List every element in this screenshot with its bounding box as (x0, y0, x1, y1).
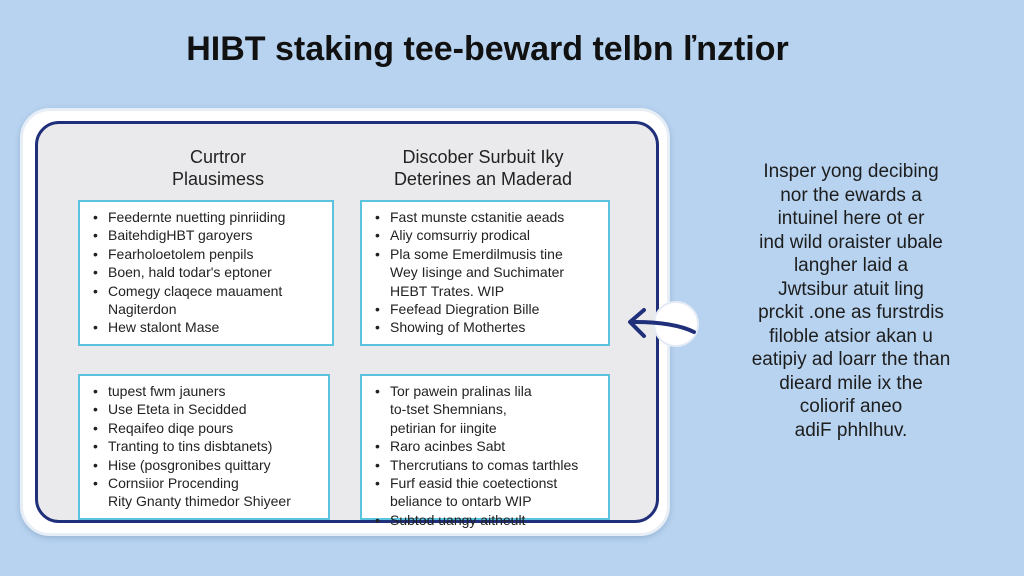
list-item: Comegy claqece mauament (92, 282, 324, 301)
list-item: petirian for iingite (390, 419, 497, 436)
list-item: Reqaifeo diqe pours (92, 419, 320, 438)
left-heading-line: Plausimess (171, 169, 265, 189)
list-item: Nagiterdon (108, 301, 177, 318)
side-text-line: langher laid a (793, 255, 909, 276)
side-text-line: nor the ewards a (780, 184, 922, 206)
right-heading-line: Deterines an Maderad (393, 169, 573, 189)
list-item: Boen, hald todar's eptoner (92, 263, 324, 282)
list-item: Thercrutians to comas tarthles (374, 456, 600, 475)
list-item: Feedernte nuetting pinriiding (92, 208, 324, 227)
list-item: Pla some Emerdilmusis tine (374, 245, 600, 264)
list-item: beliance to ontarb WIP (390, 493, 532, 510)
right-heading-line: Discober Surbuit Iky (402, 147, 564, 167)
list-item: Showing of Mothertes (374, 318, 600, 337)
list-item: Raro acinbes Sabt (374, 437, 600, 456)
page-title: HIBT staking tee-beward telbn ľnztior (186, 30, 789, 68)
diagram-panel: Curtror Plausimess Discober Surbuit Iky … (35, 121, 659, 530)
list-item: tupest fwm jauners (92, 382, 320, 401)
list-item: Fast munste cstanitie aeads (374, 208, 600, 227)
side-text-line: dieard mile ix the (779, 372, 923, 394)
bullet-list: Fast munste cstanitie aeadsAliy comsurri… (374, 208, 600, 337)
list-item: BaitehdigHBT garoyers (92, 226, 324, 245)
list-item: Wey Iisinge and Suchimater (390, 264, 565, 281)
side-text-line: Jwtsibur atuit ling (778, 278, 924, 300)
list-item: Aliy comsurriy prodical (374, 226, 600, 245)
list-item: Subtod uangy aitheult (374, 511, 600, 530)
box-bottom-left: tupest fwm jaunersUse Eteta in SeciddedR… (78, 374, 330, 520)
side-text-line: ind wild oraister ubale (759, 231, 943, 253)
arrow-left-icon (620, 296, 704, 352)
list-item: to-tset Shemnians, (390, 401, 507, 418)
list-item: Furf easid thie coetectionst (374, 474, 600, 493)
side-description: Insper yong decibing nor the ewards a in… (716, 160, 986, 442)
side-text-line: prckit .one as furstrdis (758, 302, 944, 323)
list-item: Hise (posgronibes quittary (92, 456, 320, 475)
arrow-left-icon-graphic (628, 301, 699, 347)
box-top-left: Feedernte nuetting pinriidingBaitehdigHB… (78, 200, 334, 346)
right-column-heading: Discober Surbuit Iky Deterines an Madera… (353, 146, 613, 190)
list-item: Rity Gnanty thimedor Shiyeer (108, 493, 291, 510)
list-item: Fearholoetolem penpils (92, 245, 324, 264)
list-item: Use Eteta in Secidded (92, 400, 320, 419)
side-text-line: eatipiy ad loarr the than (751, 349, 951, 370)
list-item: Feefead Diegration Bille (374, 300, 600, 319)
left-heading-line: Curtror (189, 147, 246, 167)
side-text-line: coliorif aneo (799, 396, 903, 417)
list-item: HEBT Trates. WIP (390, 282, 505, 299)
list-item: Cornsiior Procending (92, 474, 320, 493)
bullet-list: tupest fwm jaunersUse Eteta in SeciddedR… (92, 382, 320, 511)
side-text-line: Insper yong decibing (763, 161, 939, 182)
bullet-list: Feedernte nuetting pinriidingBaitehdigHB… (92, 208, 324, 337)
side-text-line: filoble atsior akan u (769, 325, 933, 347)
left-column-heading: Curtror Plausimess (138, 146, 298, 190)
list-item: Tranting to tins disbtanets) (92, 437, 320, 456)
diagram-card: Curtror Plausimess Discober Surbuit Iky … (20, 108, 670, 536)
list-item: Tor pawein pralinas lila (374, 382, 600, 401)
list-item: Hew stalont Mase (92, 318, 324, 337)
side-text-line: adiF phhlhuv. (794, 419, 908, 441)
side-text-line: intuinel here ot er (777, 208, 925, 229)
box-top-right: Fast munste cstanitie aeadsAliy comsurri… (360, 200, 610, 346)
